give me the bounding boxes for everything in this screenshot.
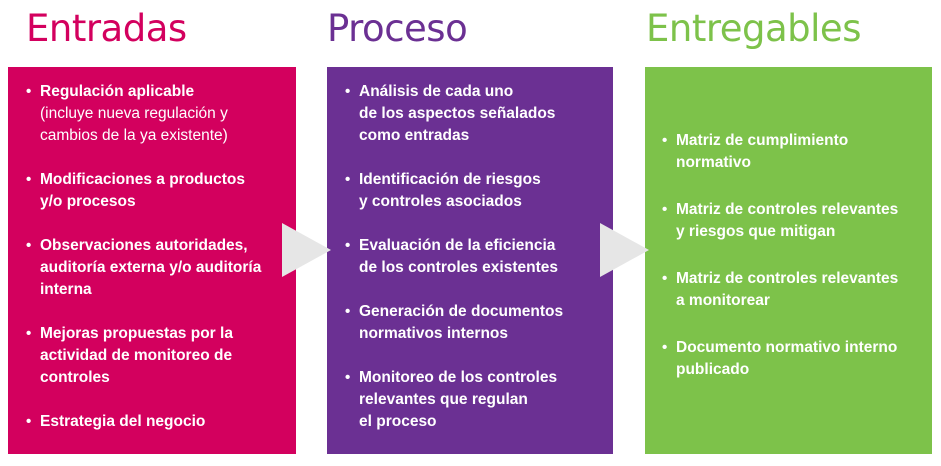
title-entradas: Entradas — [26, 7, 187, 50]
item-text-line: Estrategia del negocio — [40, 413, 206, 430]
list-item: Análisis de cada uno de los aspectos seña… — [345, 81, 605, 147]
item-text-line: auditoría externa y/o auditoría — [40, 259, 262, 276]
item-text-line: normativos internos — [359, 325, 508, 342]
list-item: Matriz de cumplimiento normativo — [662, 130, 924, 174]
item-text-line: el proceso — [359, 413, 437, 430]
item-text-line: Documento normativo interno — [676, 339, 898, 356]
entregables-list: Matriz de cumplimientonormativoMatriz de… — [662, 130, 924, 381]
item-text-line: y/o procesos — [40, 193, 136, 210]
list-item: Matriz de controles relevantes y riesgos … — [662, 199, 924, 243]
item-subtext-line: (incluye nueva regulación y — [40, 105, 228, 122]
item-text-line: Generación de documentos — [359, 303, 564, 320]
column-entradas: Regulación aplicable (incluye nueva regul… — [8, 67, 296, 454]
column-proceso: Análisis de cada uno de los aspectos seña… — [327, 67, 613, 454]
item-text-line: interna — [40, 281, 92, 298]
entradas-list: Regulación aplicable (incluye nueva regul… — [26, 81, 286, 433]
title-entregables: Entregables — [646, 7, 861, 50]
list-item: Modificaciones a productos y/o procesos — [26, 169, 286, 213]
column-entregables: Matriz de cumplimientonormativoMatriz de… — [645, 67, 932, 454]
item-text-line: Regulación aplicable — [40, 83, 195, 100]
list-item: Generación de documentos normativos inter… — [345, 301, 605, 345]
list-item: Mejoras propuestas por la actividad de mo… — [26, 323, 286, 389]
item-text-line: Matriz de controles relevantes — [676, 270, 899, 287]
item-text-line: Análisis de cada uno — [359, 83, 514, 100]
item-subtext-line: cambios de la ya existente) — [40, 127, 228, 144]
list-item: Evaluación de la eficiencia de los contro… — [345, 235, 605, 279]
item-text-line: Modificaciones a productos — [40, 171, 245, 188]
item-text-line: como entradas — [359, 127, 470, 144]
list-item: Matriz de controles relevantes a monitore… — [662, 268, 924, 312]
item-text-line: actividad de monitoreo de — [40, 347, 233, 364]
item-text-line: Matriz de cumplimiento — [676, 132, 849, 149]
item-text-line: de los controles existentes — [359, 259, 558, 276]
list-item: Estrategia del negocio — [26, 411, 286, 433]
title-proceso: Proceso — [327, 7, 468, 50]
list-item: Monitoreo de los controles relevantes que… — [345, 367, 605, 433]
item-text-line: publicado — [676, 361, 750, 378]
item-text-line: Identificación de riesgos — [359, 171, 541, 188]
item-text-line: controles — [40, 369, 110, 386]
item-text-line: normativo — [676, 154, 751, 171]
item-text-line: de los aspectos señalados — [359, 105, 556, 122]
item-text-line: Monitoreo de los controles — [359, 369, 558, 386]
item-text-line: Evaluación de la eficiencia — [359, 237, 556, 254]
list-item: Documento normativo interno publicado — [662, 337, 924, 381]
list-item: Regulación aplicable (incluye nueva regul… — [26, 81, 286, 147]
arrow-2-icon — [600, 223, 649, 277]
item-text-line: Matriz de controles relevantes — [676, 201, 899, 218]
item-text-line: a monitorear — [676, 292, 770, 309]
proceso-list: Análisis de cada uno de los aspectos seña… — [345, 81, 605, 433]
list-item: Identificación de riesgos y controles aso… — [345, 169, 605, 213]
item-text-line: relevantes que regulan — [359, 391, 528, 408]
list-item: Observaciones autoridades, auditoría exte… — [26, 235, 286, 301]
item-text-line: Observaciones autoridades, — [40, 237, 248, 254]
item-text-line: Mejoras propuestas por la — [40, 325, 233, 342]
arrow-1-icon — [282, 223, 331, 277]
item-text-line: y controles asociados — [359, 193, 522, 210]
item-text-line: y riesgos que mitigan — [676, 223, 836, 240]
